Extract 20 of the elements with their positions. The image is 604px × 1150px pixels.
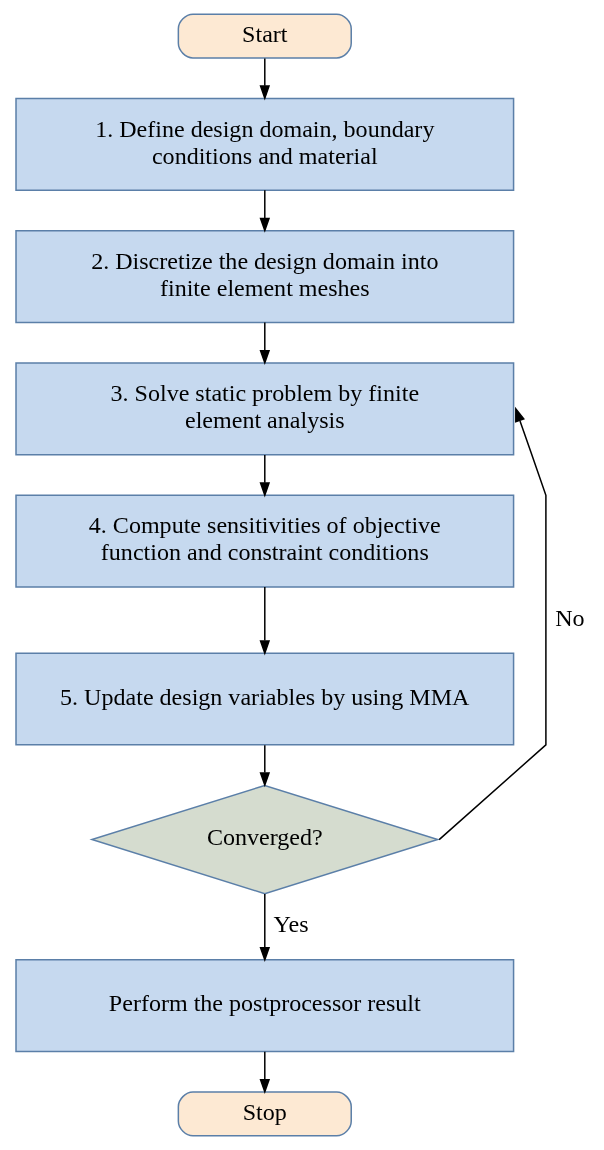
node-box: Start	[177, 13, 352, 59]
node-box: 5. Update design variables by using MMA	[15, 652, 515, 746]
node-box: 1. Define design domain, boundary conditions and material	[15, 97, 515, 191]
arrow	[259, 189, 271, 233]
arrow	[259, 57, 271, 101]
arrow	[259, 893, 271, 962]
node-box: 4. Compute sensitivities of objective function and constraint conditions	[15, 494, 515, 588]
arrow	[259, 586, 271, 656]
arrow	[259, 744, 271, 788]
arrow	[259, 454, 271, 498]
node-box: Perform the postprocessor result	[15, 959, 515, 1053]
node-box: 3. Solve static problem by finite element analysis	[15, 362, 515, 456]
node-diamond: Converged?	[89, 784, 441, 895]
arrow	[259, 1051, 271, 1095]
arrow	[259, 321, 271, 366]
node-box: Stop	[177, 1091, 352, 1137]
node-box: 2. Discretize the design domain into finite element meshes	[15, 230, 515, 324]
edge-label: No	[555, 604, 585, 631]
arrow	[438, 406, 547, 841]
edge-label: Yes	[273, 911, 309, 938]
